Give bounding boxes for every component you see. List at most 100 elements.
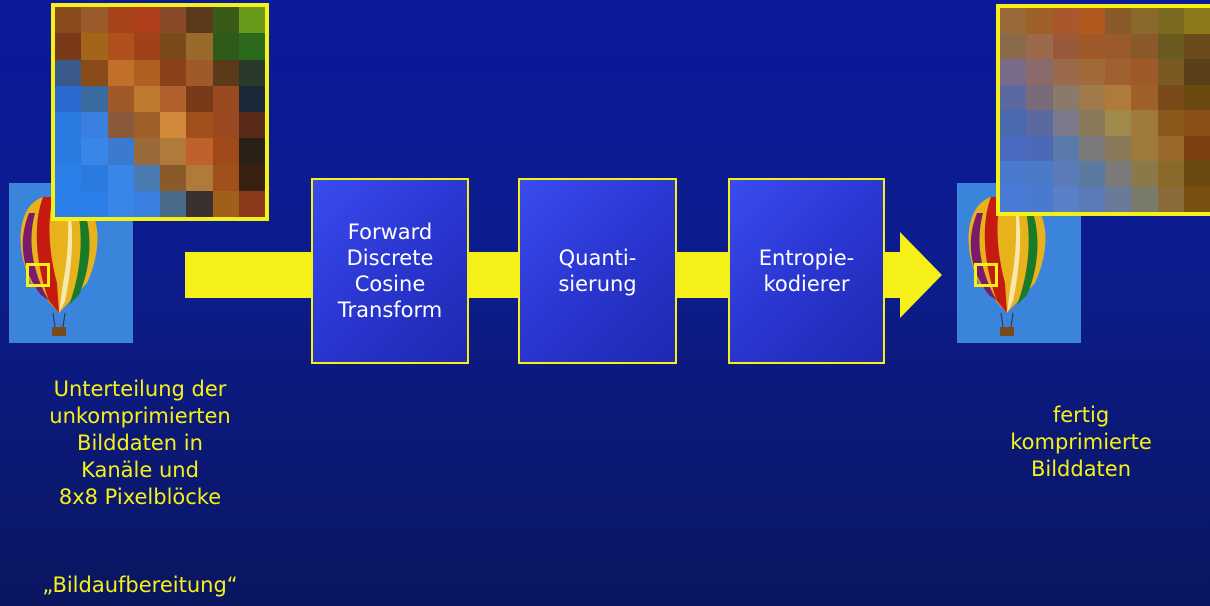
step-entropy-coder: Entropie- kodierer <box>728 178 885 364</box>
pixel-cell <box>212 138 239 165</box>
pixel-cell <box>1052 59 1079 85</box>
step-quantization: Quanti- sierung <box>518 178 677 364</box>
pixel-cell <box>160 85 187 112</box>
pixel-cell <box>238 33 265 60</box>
pixel-cell <box>1078 8 1105 34</box>
pixel-cell <box>55 33 82 60</box>
pixel-cell <box>1026 135 1053 161</box>
input-caption: Unterteilung der unkomprimierten Bilddat… <box>49 377 231 509</box>
pixel-cell <box>1105 84 1132 110</box>
pixel-cell <box>1131 84 1158 110</box>
pixel-cell <box>1131 8 1158 34</box>
pixel-cell <box>238 85 265 112</box>
pixel-cell <box>55 59 82 86</box>
pixel-cell <box>186 190 213 217</box>
pixel-cell <box>107 112 134 139</box>
pixel-cell <box>238 164 265 191</box>
pixel-cell <box>1131 135 1158 161</box>
pixel-cell <box>81 7 108 34</box>
pixel-cell <box>1052 33 1079 59</box>
pixel-cell <box>1000 33 1027 59</box>
input-subcaption: „Bildaufbereitung“ <box>42 573 238 597</box>
pixel-cell <box>1105 135 1132 161</box>
pixel-cell <box>1000 135 1027 161</box>
pixel-cell <box>212 190 239 217</box>
pixel-cell <box>186 138 213 165</box>
process-arrow-head <box>900 232 942 318</box>
step-entropy-coder-label: Entropie- kodierer <box>758 246 855 296</box>
step-quantization-label: Quanti- sierung <box>558 246 637 296</box>
pixel-cell <box>1131 186 1158 212</box>
pixel-cell <box>1157 8 1184 34</box>
pixel-cell <box>1183 84 1210 110</box>
selection-marker <box>26 263 50 287</box>
pixel-cell <box>133 33 160 60</box>
pixel-cell <box>1052 135 1079 161</box>
pixel-cell <box>107 7 134 34</box>
pixel-cell <box>1026 33 1053 59</box>
pixel-cell <box>55 85 82 112</box>
pixel-cell <box>1157 135 1184 161</box>
pixel-cell <box>1000 110 1027 136</box>
pixel-cell <box>81 59 108 86</box>
pixel-cell <box>55 112 82 139</box>
pixel-cell <box>1000 186 1027 212</box>
pixel-cell <box>160 112 187 139</box>
pixel-block-input <box>51 3 269 221</box>
pixel-cell <box>1131 33 1158 59</box>
pixel-cell <box>212 59 239 86</box>
pixel-cell <box>160 7 187 34</box>
pixel-cell <box>160 138 187 165</box>
pixel-cell <box>238 7 265 34</box>
pixel-cell <box>1078 186 1105 212</box>
pixel-cell <box>1052 8 1079 34</box>
pixel-cell <box>1157 186 1184 212</box>
pixel-cell <box>1131 110 1158 136</box>
pixel-cell <box>133 190 160 217</box>
pixel-cell <box>133 164 160 191</box>
pixel-cell <box>212 7 239 34</box>
pixel-cell <box>81 164 108 191</box>
pixel-cell <box>55 164 82 191</box>
pixel-cell <box>1183 8 1210 34</box>
pixel-cell <box>186 59 213 86</box>
pixel-cell <box>107 33 134 60</box>
pixel-cell <box>107 59 134 86</box>
pixel-cell <box>186 7 213 34</box>
selection-marker <box>974 263 998 287</box>
pixel-cell <box>160 33 187 60</box>
pixel-cell <box>212 164 239 191</box>
pixel-cell <box>1078 110 1105 136</box>
pixel-cell <box>1183 186 1210 212</box>
pixel-cell <box>133 85 160 112</box>
pixel-cell <box>1157 59 1184 85</box>
pixel-cell <box>212 112 239 139</box>
pixel-cell <box>1000 84 1027 110</box>
pixel-cell <box>1000 8 1027 34</box>
pixel-cell <box>1052 84 1079 110</box>
pixel-cell <box>1026 186 1053 212</box>
pixel-cell <box>55 138 82 165</box>
pixel-cell <box>1157 33 1184 59</box>
pixel-block-output <box>996 4 1210 216</box>
pixel-cell <box>160 59 187 86</box>
pixel-cell <box>1105 186 1132 212</box>
pixel-cell <box>1183 161 1210 187</box>
pixel-cell <box>1105 59 1132 85</box>
pixel-cell <box>81 190 108 217</box>
pixel-cell <box>133 59 160 86</box>
pixel-cell <box>133 112 160 139</box>
pixel-cell <box>1078 161 1105 187</box>
pixel-cell <box>1052 186 1079 212</box>
pixel-cell <box>212 85 239 112</box>
pixel-cell <box>1078 84 1105 110</box>
pixel-cell <box>1131 59 1158 85</box>
pixel-cell <box>1105 161 1132 187</box>
step-fdct-label: Forward Discrete Cosine Transform <box>337 220 443 322</box>
pixel-cell <box>133 138 160 165</box>
pixel-cell <box>160 164 187 191</box>
pixel-cell <box>81 112 108 139</box>
pixel-cell <box>1026 59 1053 85</box>
pixel-cell <box>1131 161 1158 187</box>
pixel-cell <box>1183 59 1210 85</box>
